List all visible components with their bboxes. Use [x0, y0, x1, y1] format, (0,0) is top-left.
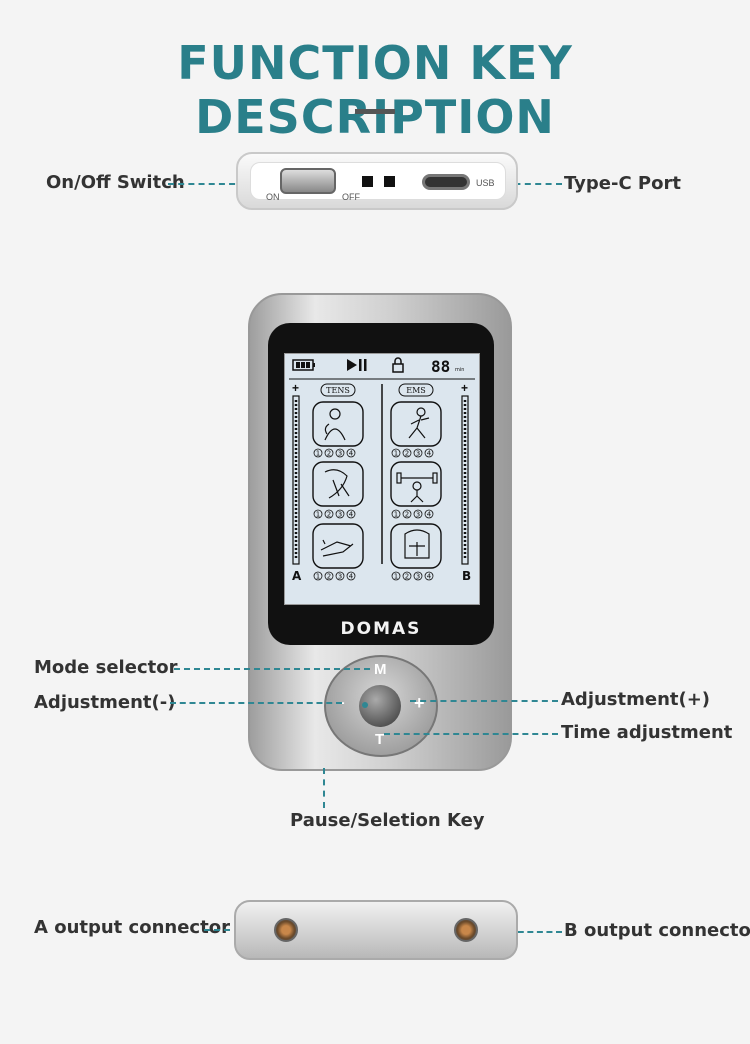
on-off-switch[interactable]	[280, 168, 336, 194]
pause-selection-key-label: Pause/Seletion Key	[290, 810, 485, 831]
control-dial: M − + T	[324, 655, 438, 757]
program-tile-neck	[312, 401, 364, 447]
svg-text:1: 1	[316, 450, 320, 458]
a-output-label: A output connector	[34, 917, 230, 938]
svg-text:1: 1	[394, 573, 398, 581]
adjust-minus-leader-line	[170, 702, 342, 704]
svg-text:3: 3	[338, 511, 342, 519]
type-c-port[interactable]	[422, 174, 470, 190]
lcd-screen: 88 min + + A B TENS	[284, 353, 480, 605]
ems-header: EMS	[406, 386, 426, 395]
svg-text:3: 3	[338, 573, 342, 581]
svg-text:2: 2	[327, 573, 331, 581]
brand-logo: DOMAS	[340, 619, 422, 639]
device-top-view: ON OFF USB	[236, 152, 518, 210]
time-adjust-leader-line	[384, 733, 558, 735]
plus-key[interactable]: +	[414, 693, 425, 713]
svg-text:+: +	[292, 381, 299, 395]
svg-text:2: 2	[327, 450, 331, 458]
program-numbers-row: 1 2 3 4	[391, 448, 434, 458]
svg-text:3: 3	[416, 573, 420, 581]
svg-text:3: 3	[416, 511, 420, 519]
play-pause-icon	[347, 359, 367, 371]
timer-unit: min	[455, 367, 464, 373]
time-key[interactable]: T	[375, 731, 385, 748]
mode-selector-leader-line	[174, 668, 370, 670]
program-numbers-row: 1 2 3 4	[391, 571, 434, 581]
indicator-square-1	[362, 176, 373, 187]
time-adjust-label: Time adjustment	[561, 722, 733, 743]
program-numbers-row: 1 2 3 4	[313, 448, 356, 458]
mode-key[interactable]: M	[374, 661, 387, 678]
b-output-label: B output connector	[564, 920, 750, 941]
program-tile-hand	[312, 523, 364, 569]
mode-selector-label: Mode selector	[34, 657, 178, 678]
program-tile-torso	[390, 523, 442, 569]
program-numbers-row: 1 2 3 4	[391, 509, 434, 519]
tens-header: TENS	[326, 386, 350, 395]
svg-text:1: 1	[316, 573, 320, 581]
device-bottom-view	[234, 900, 518, 960]
screen-bezel: 88 min + + A B TENS	[268, 323, 494, 645]
switch-on-text: ON	[266, 192, 280, 202]
program-numbers-row: 1 2 3 4	[313, 509, 356, 519]
svg-text:3: 3	[416, 450, 420, 458]
tens-device: 88 min + + A B TENS	[248, 293, 512, 771]
b-output-connector[interactable]	[454, 918, 478, 942]
svg-text:2: 2	[405, 450, 409, 458]
svg-text:+: +	[461, 381, 468, 395]
lock-icon	[392, 357, 404, 373]
svg-text:4: 4	[427, 573, 432, 581]
adjust-plus-leader-line	[410, 700, 558, 702]
svg-text:1: 1	[394, 511, 398, 519]
program-tile-run	[390, 401, 442, 447]
svg-text:4: 4	[427, 450, 432, 458]
timer-readout: 88	[431, 357, 450, 376]
program-numbers-row: 1 2 3 4	[313, 571, 356, 581]
channel-b-label: B	[462, 569, 471, 583]
adjust-minus-label: Adjustment(-)	[34, 692, 176, 713]
lcd-graphics: 88 min + + A B TENS	[289, 357, 475, 583]
a-output-connector[interactable]	[274, 918, 298, 942]
program-tile-lift	[390, 461, 442, 507]
svg-text:1: 1	[316, 511, 320, 519]
intensity-bar-b: +	[461, 381, 469, 565]
switch-off-text: OFF	[342, 192, 360, 202]
program-tile-back	[312, 461, 364, 507]
title-underline	[355, 109, 395, 114]
svg-text:2: 2	[405, 511, 409, 519]
type-c-port-label: Type-C Port	[564, 173, 681, 194]
svg-text:3: 3	[338, 450, 342, 458]
channel-a-label: A	[292, 569, 302, 583]
svg-text:4: 4	[349, 450, 354, 458]
svg-text:4: 4	[349, 573, 354, 581]
pause-key-pointer-dot	[362, 702, 368, 708]
page-title: FUNCTION KEY DESCRIPTION	[177, 36, 573, 144]
on-off-leader-line	[168, 183, 286, 185]
battery-icon	[292, 359, 315, 371]
svg-text:4: 4	[427, 511, 432, 519]
usb-text: USB	[476, 178, 495, 188]
svg-text:4: 4	[349, 511, 354, 519]
svg-text:2: 2	[405, 573, 409, 581]
adjust-plus-label: Adjustment(+)	[561, 689, 711, 710]
pause-key-leader-line	[323, 768, 325, 808]
svg-text:1: 1	[394, 450, 398, 458]
on-off-switch-label: On/Off Switch	[46, 172, 185, 193]
intensity-bar-a: +	[292, 381, 300, 565]
indicator-square-2	[384, 176, 395, 187]
svg-text:2: 2	[327, 511, 331, 519]
